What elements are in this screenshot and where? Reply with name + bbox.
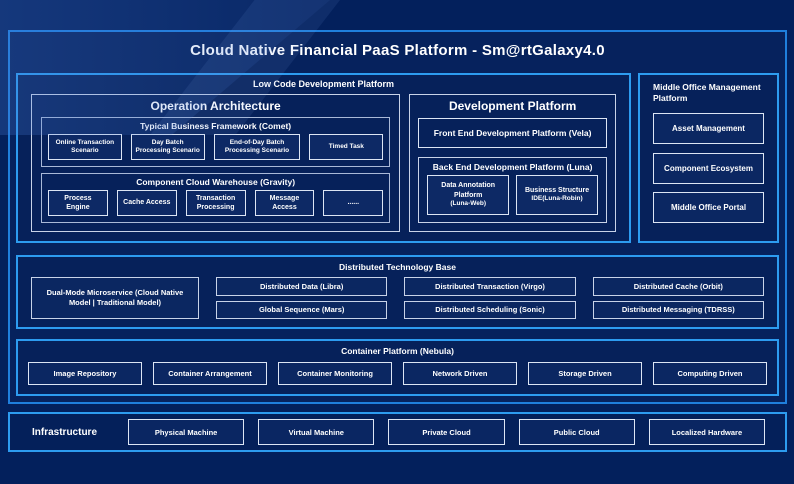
infrastructure-item-public-cloud: Public Cloud <box>518 419 635 445</box>
distributed-item-data-libra: Distributed Data (Libra) <box>216 277 388 296</box>
infrastructure-item-localized-hardware: Localized Hardware <box>648 419 766 445</box>
distributed-item-transaction-virgo: Distributed Transaction (Virgo) <box>404 277 576 296</box>
container-platform-panel: Container Platform (Nebula) Image Reposi… <box>16 339 779 396</box>
main-panel: Cloud Native Financial PaaS Platform - S… <box>8 30 787 404</box>
middle-office-item-asset-management: Asset Management <box>653 113 764 145</box>
container-item-arrangement: Container Arrangement <box>153 362 267 385</box>
back-end-item-label: Business Structure <box>524 186 590 194</box>
container-platform-items: Image Repository Container Arrangement C… <box>28 362 767 385</box>
infrastructure-item-private-cloud: Private Cloud <box>388 419 505 445</box>
warehouse-item-message-access: Message Access <box>254 190 315 216</box>
front-end-platform-box: Front End Development Platform (Vela) <box>418 118 607 148</box>
back-end-platform-title: Back End Development Platform (Luna) <box>432 162 593 172</box>
middle-office-item-portal: Middle Office Portal <box>653 192 764 224</box>
distributed-base-panel: Distributed Technology Base Dual-Mode Mi… <box>16 255 779 329</box>
back-end-platform-group: Back End Development Platform (Luna) Dat… <box>418 157 607 223</box>
operation-architecture-panel: Operation Architecture Typical Business … <box>31 94 401 232</box>
middle-office-title: Middle Office Management Platform <box>653 82 761 104</box>
framework-item-end-of-day-batch: End-of-Day Batch Processing Scenario <box>213 134 301 160</box>
container-platform-title: Container Platform (Nebula) <box>341 346 454 356</box>
framework-items: Online Transaction Scenario Day Batch Pr… <box>42 134 389 166</box>
development-platform-title: Development Platform <box>448 99 577 113</box>
distributed-item-global-sequence-mars: Global Sequence (Mars) <box>216 300 388 319</box>
distributed-item-messaging-tdrss: Distributed Messaging (TDRSS) <box>592 300 764 319</box>
infrastructure-panel: Infrastructure Physical Machine Virtual … <box>8 412 787 452</box>
framework-item-timed-task: Timed Task <box>309 134 384 160</box>
container-item-image-repository: Image Repository <box>28 362 142 385</box>
development-platform-panel: Development Platform Front End Developme… <box>409 94 616 232</box>
infrastructure-title: Infrastructure <box>32 426 98 438</box>
middle-office-panel: Middle Office Management Platform Asset … <box>638 73 779 243</box>
distributed-grid: Dual-Mode Microservice (Cloud Native Mod… <box>31 277 764 319</box>
back-end-item-data-annotation: Data Annotation Platform (Luna-Web) <box>427 175 510 215</box>
top-row: Low Code Development Platform Operation … <box>16 73 779 243</box>
container-item-network-driven: Network Driven <box>403 362 517 385</box>
typical-business-framework-title: Typical Business Framework (Comet) <box>140 121 292 131</box>
infrastructure-item-virtual-machine: Virtual Machine <box>258 419 375 445</box>
container-item-storage-driven: Storage Driven <box>528 362 642 385</box>
middle-office-item-component-ecosystem: Component Ecosystem <box>653 152 764 184</box>
infrastructure-item-physical-machine: Physical Machine <box>128 419 245 445</box>
component-cloud-warehouse-title: Component Cloud Warehouse (Gravity) <box>136 177 296 187</box>
back-end-item-business-structure: Business Structure IDE(Luna-Robin) <box>516 175 599 215</box>
typical-business-framework-group: Typical Business Framework (Comet) Onlin… <box>41 117 391 167</box>
warehouse-item-transaction-processing: Transaction Processing <box>185 190 246 216</box>
warehouse-item-ellipsis: ...... <box>323 190 384 216</box>
distributed-item-cache-orbit: Distributed Cache (Orbit) <box>592 277 764 296</box>
component-cloud-warehouse-group: Component Cloud Warehouse (Gravity) Proc… <box>41 173 391 223</box>
warehouse-item-cache-access: Cache Access <box>116 190 177 216</box>
back-end-items: Data Annotation Platform (Luna-Web) Busi… <box>419 175 606 222</box>
middle-office-items: Asset Management Component Ecosystem Mid… <box>653 105 764 232</box>
back-end-item-label: Data Annotation Platform <box>441 182 496 199</box>
warehouse-items: Process Engine Cache Access Transaction … <box>42 190 389 222</box>
distributed-item-scheduling-sonic: Distributed Scheduling (Sonic) <box>404 300 576 319</box>
container-item-monitoring: Container Monitoring <box>278 362 392 385</box>
container-item-computing-driven: Computing Driven <box>653 362 767 385</box>
low-code-body: Operation Architecture Typical Business … <box>18 89 629 241</box>
framework-item-online-transaction: Online Transaction Scenario <box>48 134 122 160</box>
low-code-platform-panel: Low Code Development Platform Operation … <box>16 73 631 243</box>
framework-item-day-batch: Day Batch Processing Scenario <box>130 134 205 160</box>
back-end-item-sub: (Luna-Web) <box>450 200 486 208</box>
back-end-item-sub: IDE(Luna-Robin) <box>531 195 583 203</box>
low-code-platform-title: Low Code Development Platform <box>252 79 395 89</box>
dual-mode-microservice-box: Dual-Mode Microservice (Cloud Native Mod… <box>31 277 199 319</box>
operation-architecture-title: Operation Architecture <box>150 99 281 113</box>
warehouse-item-process-engine: Process Engine <box>48 190 108 216</box>
distributed-base-title: Distributed Technology Base <box>339 262 456 272</box>
page-title: Cloud Native Financial PaaS Platform - S… <box>190 42 605 59</box>
